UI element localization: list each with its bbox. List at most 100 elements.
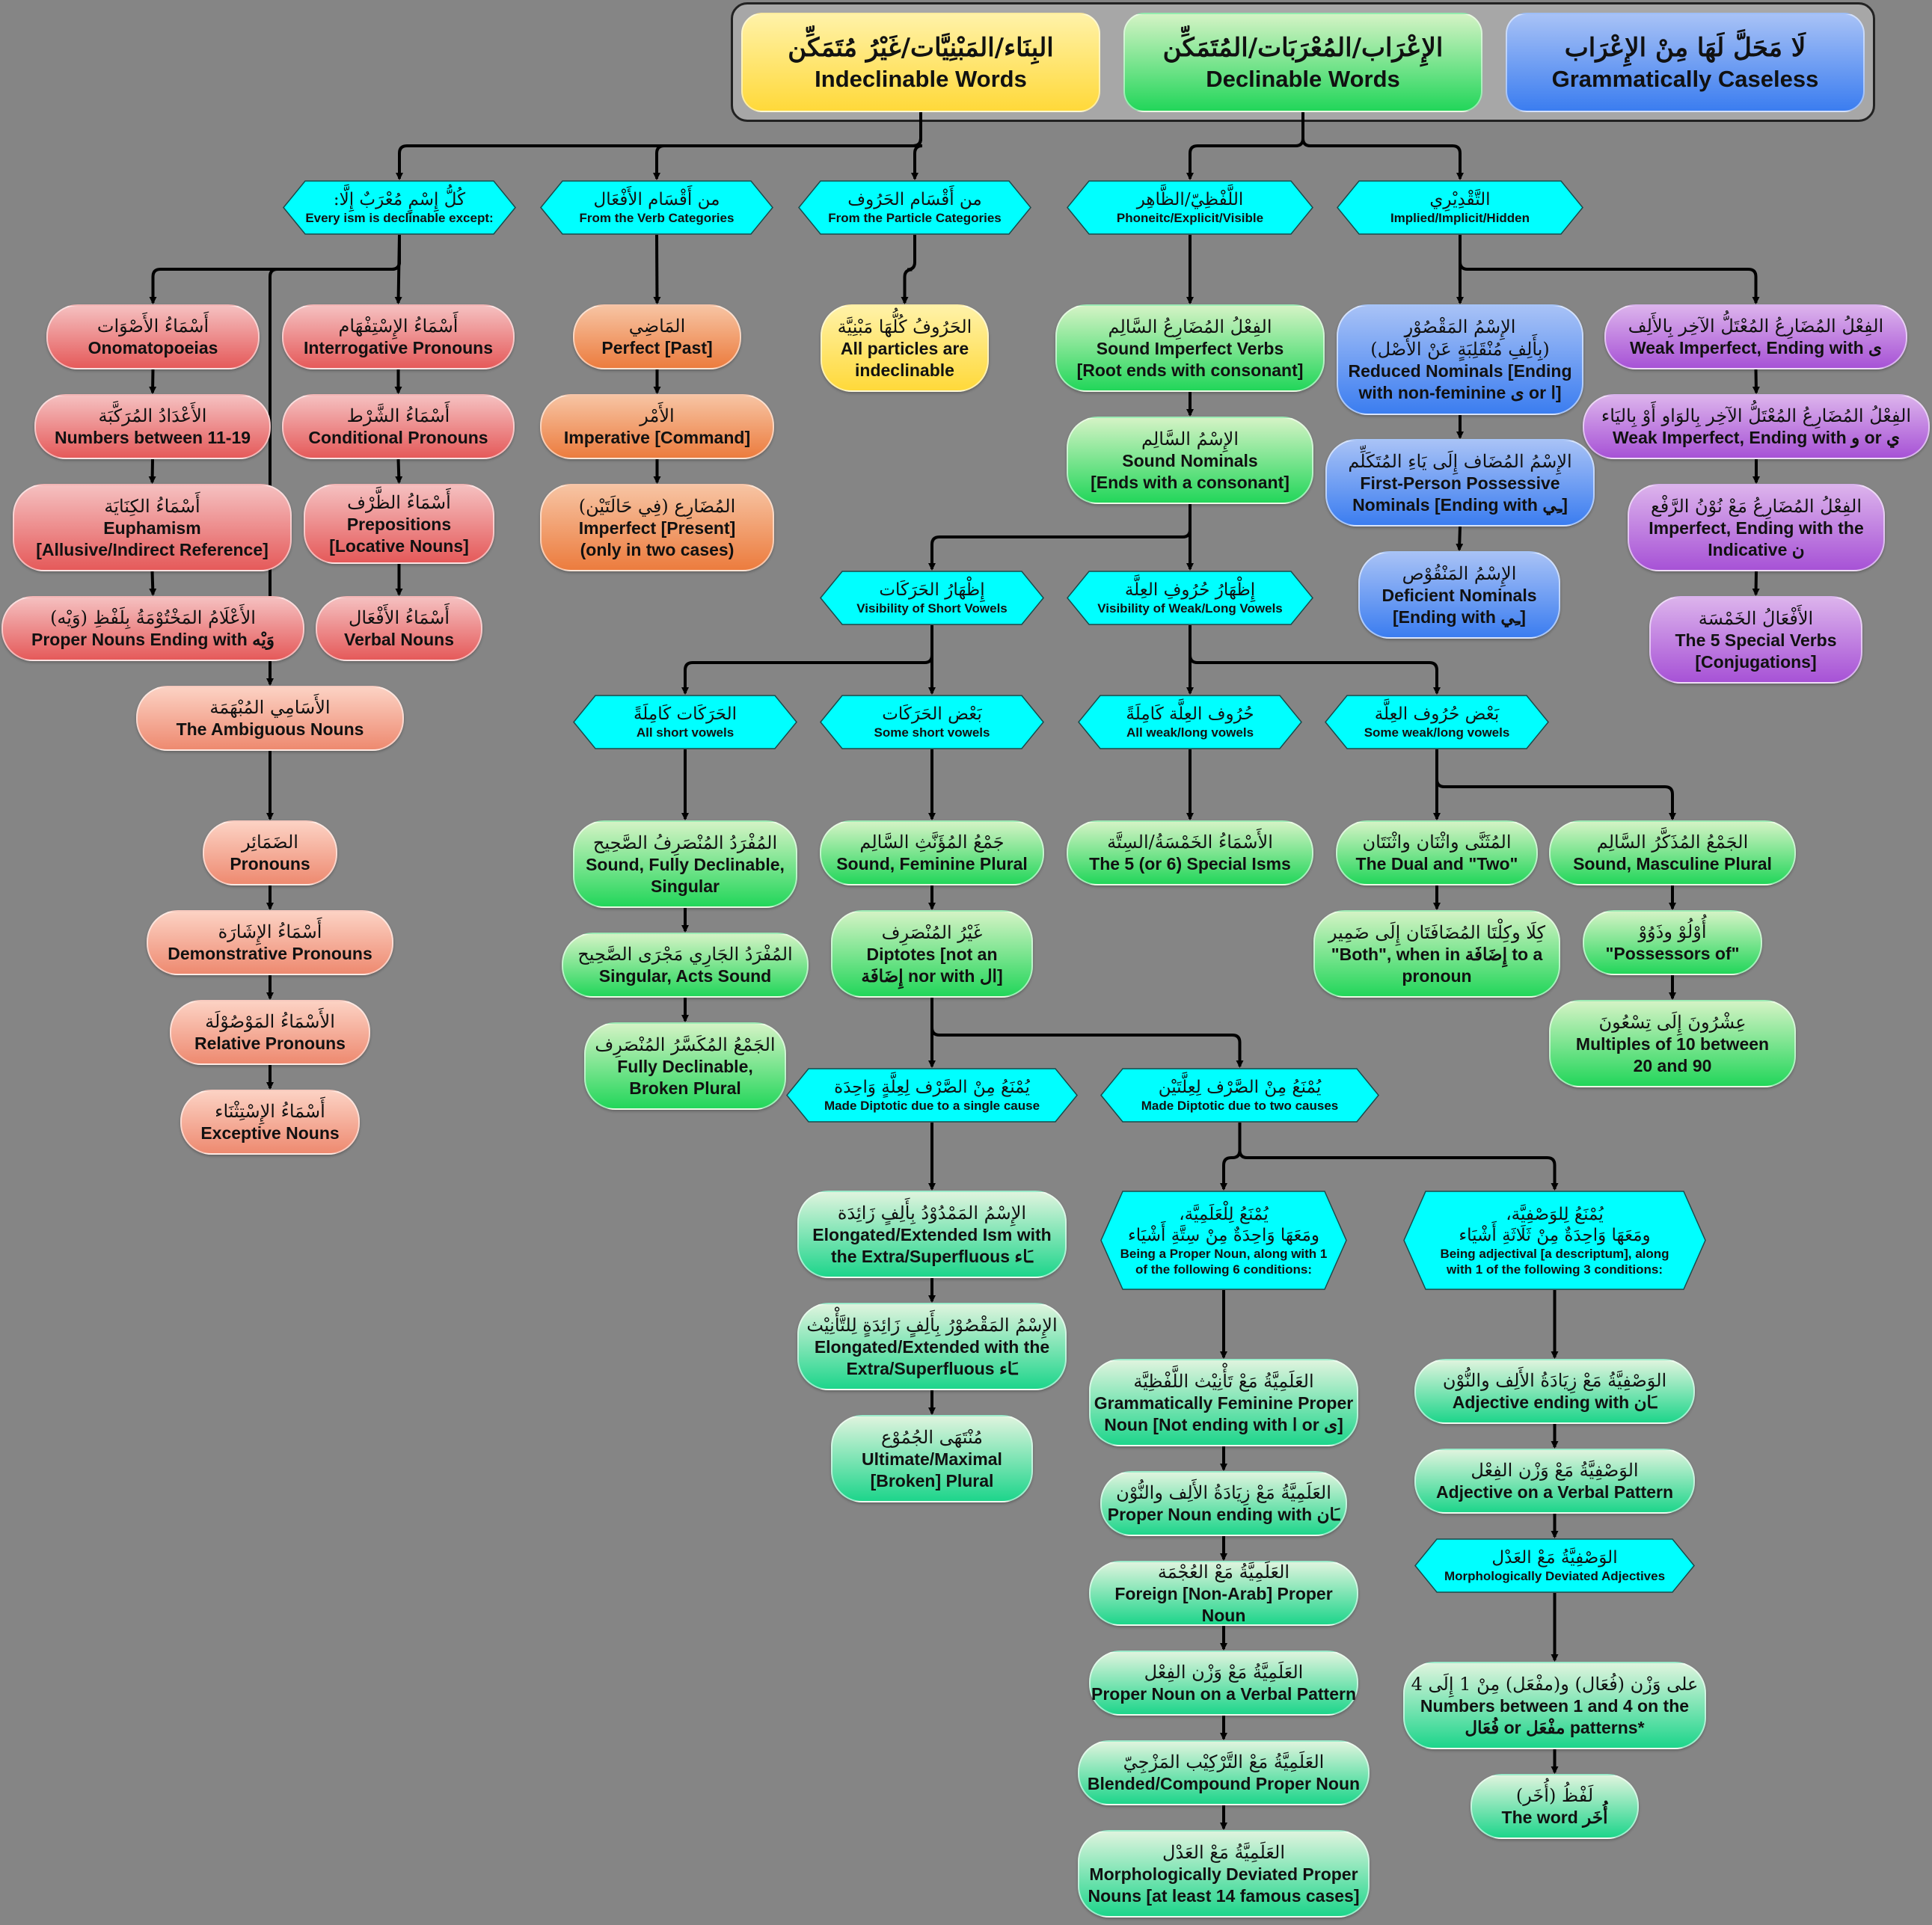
node-english-label: Some weak/long vowels: [1364, 725, 1510, 740]
node-arabic-label: الوَصْفِيَّةُ مَعْ زِيَادَةُ الأَلِف وال…: [1442, 1370, 1667, 1391]
node-arabic-label: الجَمْعُ المُذَكَّرُ السَّالِم: [1596, 832, 1749, 853]
node-english-label: Multiples of 10 between 20 and 90: [1575, 1034, 1770, 1075]
node-arabic-label: من أَقْسَام الحَرُوف: [847, 190, 982, 209]
connector-arrow: [1238, 1123, 1559, 1191]
connector-arrow: [681, 625, 933, 695]
p-propwayh-node: الأَعْلَامُ المَخْتُوْمَةُ بِلَفْظِ (وَي…: [1, 596, 304, 661]
declinable-english: Declinable Words: [1206, 65, 1400, 92]
hexagon-shape: [283, 180, 516, 235]
h-except-category-hexagon: كُلُّ إِسْمٍ مُعْرَبٌ إِلَّا:Every ism i…: [283, 180, 516, 235]
node-english-label: Weak Imperfect, Ending with ى: [1629, 338, 1883, 357]
node-arabic-label: أَسْمَاءُ الظَّرْف: [347, 491, 451, 513]
b-mudaf-node: الإِسْمُ المُضَاف إِلَى يَاءِ المُتَكَلِ…: [1325, 439, 1595, 526]
node-english-label: Interrogative Pronouns: [303, 338, 494, 357]
t-a2-node: العَلَمِيَّةُ مَعْ زِيَادَةُ الأَلِف وال…: [1100, 1471, 1347, 1536]
connector-arrow: [930, 998, 1244, 1068]
node-english-label: The word أُخَر: [1501, 1808, 1608, 1827]
node-arabic-label: الفِعْلُ المُضَارِعُ المُعْتَلُّ الآخِر …: [1628, 316, 1884, 337]
v-waw-node: الفِعْلُ المُضَارِعُ المُعْتَلُّ الآخِر …: [1583, 394, 1930, 459]
node-arabic-label: أَسْمَاءُ الشَّرْط: [346, 405, 450, 426]
node-arabic-label: مُنْتَهَى الجُمُوْع: [880, 1426, 984, 1448]
node-english-label: Numbers between 11-19: [54, 428, 251, 447]
node-arabic-label: الأَعْدَادُ المُرَكَّبَة: [98, 405, 207, 426]
node-english-label: Visibility of Short Vowels: [856, 601, 1008, 615]
hexagon-shape: [786, 1068, 1078, 1123]
node-english-label: Prepositions [Locative Nouns]: [329, 514, 469, 556]
node-english-label: Being adjectival [a descriptum], along w…: [1440, 1246, 1669, 1277]
node-english-label: Sound Nominals [Ends with a consonant]: [1091, 450, 1289, 492]
hexagon-shape: [540, 180, 773, 235]
hexagon-shape: [798, 180, 1031, 235]
node-english-label: Being a Proper Noun, along with 1 of the…: [1120, 1246, 1328, 1277]
node-arabic-label: الضَمَائِر: [242, 832, 298, 853]
node-english-label: Imperfect [Present] (only in two cases): [578, 518, 736, 559]
node-arabic-label: الأَفْعَالُ الخَمْسَة: [1698, 607, 1814, 629]
t-w1-node: الوَصْفِيَّةُ مَعْ زِيَادَةُ الأَلِف وال…: [1414, 1359, 1695, 1424]
node-arabic-label: حُرُوف العِلَّة كَامِلَةً: [1126, 704, 1254, 724]
node-english-label: Sound, Fully Declinable, Singular: [586, 854, 785, 896]
node-arabic-label: كُلُّ إِسْمٍ مُعْرَبٌ إِلَّا:: [333, 190, 466, 209]
hexagon-shape: [1100, 1068, 1379, 1123]
node-arabic-label: أُوْلُوْ وذَوُوْ: [1638, 921, 1707, 942]
t-w3b-node: لَفْظُ (أُخَر)The word أُخَر: [1471, 1774, 1639, 1839]
connector-arrow: [653, 112, 922, 180]
node-arabic-label: العَلَمِيَّةُ مَعْ زِيَادَةُ الأَلِف وال…: [1116, 1482, 1331, 1503]
h-wasfiyya-category-hexagon: يُمْنَعُ لِلوَصْفِيَّة، ومَعَهَا وَاحِدَ…: [1403, 1191, 1706, 1290]
node-english-label: All particles are indeclinable: [840, 338, 969, 380]
node-english-label: Onomatopoeias: [88, 338, 218, 357]
hexagon-shape: [1325, 695, 1549, 749]
node-arabic-label: العَلَمِيَّةُ مَعْ العُجْمَة: [1157, 1561, 1290, 1582]
node-english-label: Phoneitc/Explicit/Visible: [1116, 211, 1264, 225]
node-arabic-label: الإِسْمُ السَّالِم: [1141, 428, 1239, 449]
node-english-label: Foreign [Non-Arab] Proper Noun: [1114, 1583, 1333, 1625]
connector-arrow: [266, 235, 401, 686]
node-english-label: "Possessors of": [1605, 944, 1740, 963]
node-english-label: Made Diptotic due to two causes: [1141, 1099, 1339, 1113]
node-arabic-label: أَسْمَاءُ الإِشَارَة: [218, 921, 322, 942]
node-arabic-label: أَسْمَاءُ الإِسْتِثْنَاء: [215, 1101, 325, 1122]
node-arabic-label: جَمْعُ المُؤَنَّثِ السَّالِم: [859, 832, 1005, 853]
node-english-label: Visibility of Weak/Long Vowels: [1097, 601, 1283, 615]
h-visible-category-hexagon: اللَّفْظِيّ/الظَّاهِر Phoneitc/Explicit/V…: [1067, 180, 1313, 235]
node-arabic-label: بَعْض الحَرَكَات: [882, 704, 982, 724]
hexagon-shape: [573, 695, 797, 749]
connector-arrow: [1301, 112, 1464, 180]
node-arabic-label: الحَرَكَات كَامِلَةً: [633, 704, 737, 724]
node-english-label: Imperative [Command]: [563, 428, 751, 447]
t-a5-node: العَلَمِيَّةُ مَعْ التَّرْكِيْب المَزْجِ…: [1078, 1740, 1370, 1805]
node-arabic-label: المُفْرَدُ المُنْصَرِفُ الصَّحِيح: [592, 832, 778, 853]
h-alamiyya-category-hexagon: يُمْنَعُ لِلْعَلَمِيَّة، ومَعَهَا وَاحِد…: [1100, 1191, 1347, 1290]
caseless-words-box: لَا مَحَلَّ لَهَا مِنْ الإِعْرَاب Gramma…: [1506, 13, 1865, 112]
node-arabic-label: إِظْهَارُ حُرُوفِ العِلَّة: [1124, 580, 1256, 600]
o-imperf-node: المُضَارِع (فِي حَالَتَيْن)Imperfect [Pr…: [540, 484, 774, 571]
h-single-category-hexagon: يُمْنَعُ مِنْ الصَّرْف لِعِلَّةٍ وَاحِدَ…: [786, 1068, 1078, 1123]
connector-arrow: [928, 504, 1192, 571]
g-tens-node: عِشْرُونَ إِلَى تِسْعُونَMultiples of 10…: [1549, 1000, 1796, 1087]
node-english-label: Perfect [Past]: [601, 338, 713, 357]
node-arabic-label: الفِعْلُ المُضَارِعُ المُعْتَلُّ الآخِر …: [1601, 405, 1912, 426]
node-arabic-label: اللَّفْظِيّ/الظَّاهِر: [1136, 190, 1244, 209]
node-english-label: Some short vowels: [874, 725, 990, 740]
t-maqsur-node: الإِسْمُ المَقْصُوْرُ بِأَلِفٍ زَائِدَةٍ…: [797, 1303, 1067, 1390]
